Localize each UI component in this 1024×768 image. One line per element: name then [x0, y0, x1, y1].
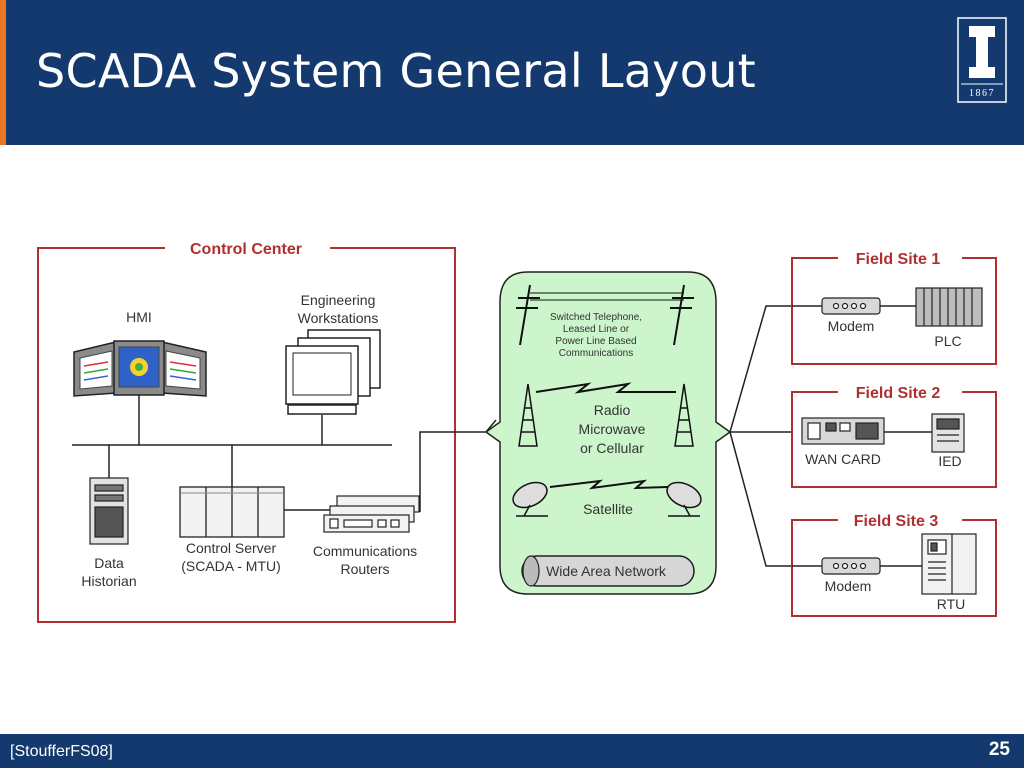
- power-line-icon: [516, 284, 694, 346]
- field-site-3-title: Field Site 3: [854, 513, 939, 530]
- control-server-label-line1: Control Server: [186, 540, 277, 556]
- data-historian-icon: [89, 477, 129, 545]
- ied-icon: [931, 413, 965, 453]
- block-i-logo-icon: 1867: [957, 17, 1007, 103]
- field-site-1-frame: [791, 257, 997, 365]
- data-historian-label-line2: Historian: [81, 573, 136, 589]
- field-site-3-right-label: RTU: [937, 596, 966, 612]
- field-site-1-right-label: PLC: [934, 333, 961, 349]
- field-site-1-title: Field Site 1: [856, 251, 941, 268]
- wan-card-icon: [801, 417, 932, 445]
- radio-label-line3: or Cellular: [580, 440, 644, 456]
- field-site-2-frame: [791, 391, 997, 488]
- wide-area-network-pipe: [521, 555, 695, 587]
- satellite-label: Satellite: [583, 501, 633, 517]
- control-center-frame: [37, 247, 456, 623]
- logo-year: 1867: [969, 88, 995, 99]
- telephone-label-line2: Leased Line or: [563, 324, 630, 335]
- field-site-links: [729, 305, 792, 567]
- wan-region: [484, 271, 732, 595]
- modem-icon: [792, 557, 922, 575]
- satellite-dish-icon: [512, 481, 702, 517]
- router-icon: [323, 495, 420, 533]
- engineering-label-line2: Workstations: [298, 310, 379, 326]
- plc-icon: [915, 287, 983, 327]
- telephone-label-line4: Communications: [559, 348, 633, 359]
- modem-icon: [792, 297, 916, 315]
- routers-label-line1: Communications: [313, 543, 417, 559]
- control-server-icon: [179, 486, 285, 538]
- scada-layout-diagram: Control Center HMI Engineering Workstati…: [37, 241, 997, 623]
- wide-area-network-label: Wide Area Network: [546, 563, 667, 579]
- workstation-icon: [285, 329, 381, 415]
- data-historian-label-line1: Data: [94, 555, 124, 571]
- field-site-2-right-label: IED: [938, 453, 961, 469]
- telephone-label-line3: Power Line Based: [555, 336, 636, 347]
- page-number: 25: [988, 739, 1010, 760]
- slide-footer: [StoufferFS08] 25: [0, 734, 1024, 768]
- field-site-1-left-label: Modem: [828, 318, 875, 334]
- radio-tower-icon: [518, 383, 694, 447]
- slide-title: SCADA System General Layout: [36, 44, 757, 98]
- hmi-label: HMI: [126, 309, 152, 325]
- satellite-signal-icon: [549, 479, 669, 490]
- hmi-icon: [73, 340, 207, 397]
- telephone-label-line1: Switched Telephone,: [550, 312, 642, 323]
- rtu-icon: [921, 533, 977, 595]
- slide-header: SCADA System General Layout 1867: [0, 0, 1024, 145]
- control-server-label-line2: (SCADA - MTU): [181, 558, 281, 574]
- routers-label-line2: Routers: [340, 561, 389, 577]
- citation: [StoufferFS08]: [10, 743, 113, 760]
- field-site-2-left-label: WAN CARD: [805, 451, 881, 467]
- radio-label-line1: Radio: [594, 402, 631, 418]
- header-accent-bar: [0, 0, 6, 145]
- radio-signal-icon: [535, 382, 676, 394]
- field-site-3-frame: [791, 519, 997, 617]
- control-center-title: Control Center: [190, 241, 302, 258]
- field-site-2-title: Field Site 2: [856, 385, 941, 402]
- engineering-label-line1: Engineering: [301, 292, 376, 308]
- field-site-3-left-label: Modem: [825, 578, 872, 594]
- radio-label-line2: Microwave: [579, 421, 646, 437]
